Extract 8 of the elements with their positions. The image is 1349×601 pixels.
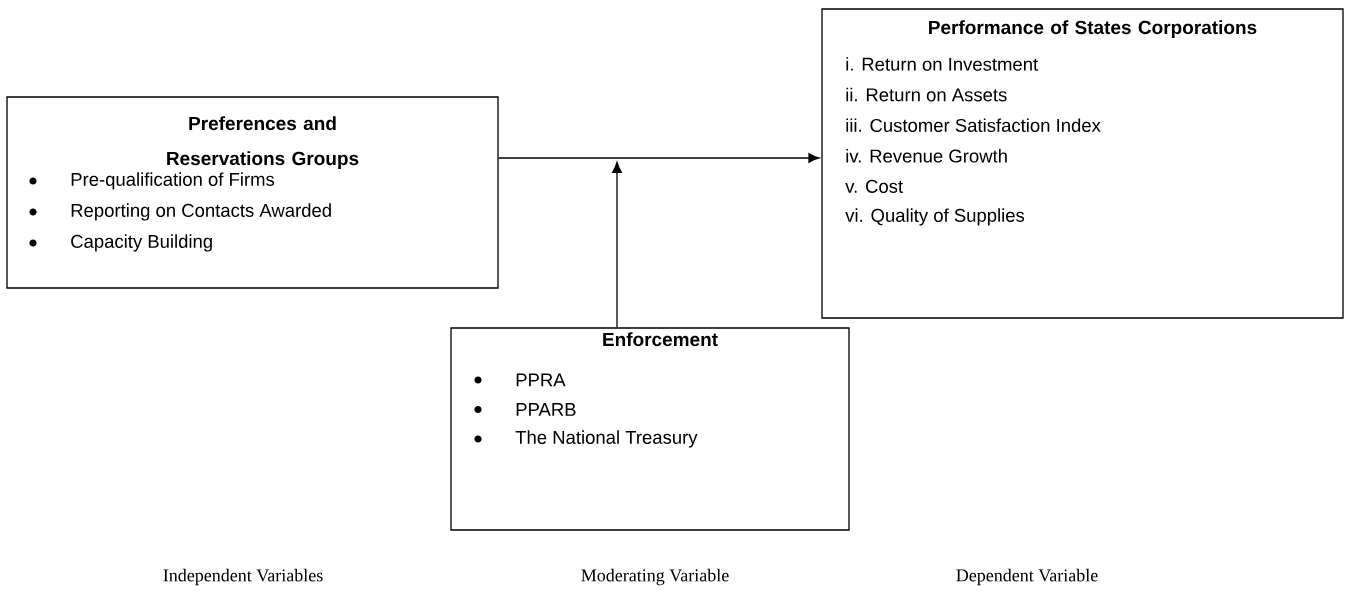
caption-text: Independent Variables [163, 568, 323, 586]
caption-text: Dependent Variable [956, 568, 1098, 586]
variable-box: Performance of States Corporations i. Return on Investment ii. Return on Assets iii. Customer Satisfaction Index iv. Revenue Growth v. Cost vi. Quality of Supplies [821, 8, 1344, 319]
arrow [498, 153, 820, 163]
variable-box: Enforcement PPRA PPARB The National Treasury [450, 327, 850, 531]
caption-text: Moderating Variable [581, 568, 729, 586]
arrow [612, 161, 622, 328]
variable-box: Preferences and Reservations Groups Pre-qualification of Firms Reporting on Contacts Awarded Capacity Building [6, 96, 499, 289]
